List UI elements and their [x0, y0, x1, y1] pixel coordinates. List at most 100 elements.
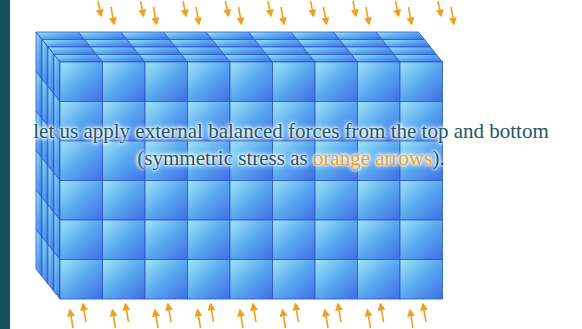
stress-arrow [198, 310, 201, 328]
cube-front [145, 181, 188, 221]
cube-front [60, 62, 103, 102]
cube-top [121, 32, 170, 40]
cube-side [48, 166, 54, 213]
cube-top [206, 32, 255, 40]
cube-top [48, 47, 97, 55]
cube-front [60, 220, 103, 260]
stress-arrow [113, 310, 116, 328]
caption-text: let us apply external balanced forces fr… [30, 118, 552, 172]
cube-front [400, 62, 443, 102]
stress-arrow [338, 304, 341, 322]
cube-side [36, 190, 42, 237]
stress-arrow [281, 7, 284, 24]
cube-front [188, 260, 231, 300]
stress-arrow [98, 1, 101, 16]
highlight-text: orange arrows [313, 146, 433, 170]
cube-top [388, 47, 437, 55]
cube-front [230, 181, 273, 221]
stress-arrow [239, 7, 242, 24]
cube-side [42, 198, 48, 245]
cube-top [36, 32, 85, 40]
cube-front [400, 220, 443, 260]
cube-top [164, 32, 213, 40]
cube-top [376, 32, 425, 40]
cube-top [346, 47, 395, 55]
cube-top [139, 55, 188, 63]
cube-top [97, 55, 146, 63]
cube-front [60, 141, 103, 181]
cube-front [400, 181, 443, 221]
cube-top [224, 55, 273, 63]
stress-arrow [70, 310, 73, 328]
caption-line: ). [432, 146, 444, 170]
cube-front [145, 62, 188, 102]
cube-front [358, 260, 401, 300]
stress-arrow [154, 7, 157, 24]
cube-top [334, 32, 383, 40]
cube-side [36, 230, 42, 277]
cube-front [230, 62, 273, 102]
cube-top [394, 55, 443, 63]
stress-arrow [311, 1, 314, 16]
cube-front [315, 260, 358, 300]
slide-panel [10, 0, 582, 329]
cube-side [48, 245, 54, 292]
cube-top [309, 55, 358, 63]
cube-top [91, 47, 140, 55]
cube-top [340, 40, 389, 48]
cube-front [230, 260, 273, 300]
cube-front [145, 220, 188, 260]
cube-side [42, 237, 48, 284]
stress-arrow [381, 304, 384, 322]
cube-front [103, 260, 146, 300]
cube-top [303, 47, 352, 55]
stress-arrow [368, 310, 371, 328]
cube-front [188, 220, 231, 260]
cube-top [255, 40, 304, 48]
cube-front [103, 181, 146, 221]
stress-arrow [240, 310, 243, 328]
stress-arrow [126, 304, 129, 322]
stress-arrow [283, 310, 286, 328]
cube-top [176, 47, 225, 55]
cube-front [188, 62, 231, 102]
cube-top [133, 47, 182, 55]
cube-side [54, 213, 60, 260]
stress-arrow [211, 304, 214, 322]
cube-front [188, 181, 231, 221]
cube-side [48, 47, 54, 94]
stress-arrow [168, 304, 171, 322]
cube-top [212, 40, 261, 48]
cube-top [382, 40, 431, 48]
stress-arrow [268, 1, 271, 16]
stress-arrow [111, 7, 114, 24]
stress-arrow [141, 1, 144, 16]
cube-top [352, 55, 401, 63]
cube-top [261, 47, 310, 55]
cube-front [358, 181, 401, 221]
stress-arrow [353, 1, 356, 16]
cube-top [218, 47, 267, 55]
cube-top [249, 32, 298, 40]
stress-arrow [423, 304, 426, 322]
cube-front [315, 181, 358, 221]
stress-arrow [226, 1, 229, 16]
cube-side [54, 55, 60, 102]
cube-top [79, 32, 128, 40]
cube-top [42, 40, 91, 48]
cube-top [297, 40, 346, 48]
cube-side [42, 40, 48, 87]
cube-front [273, 181, 316, 221]
cube-top [291, 32, 340, 40]
cube-front [315, 62, 358, 102]
cube-side [36, 32, 42, 79]
cube-top [85, 40, 134, 48]
cube-front [103, 62, 146, 102]
cube-top [267, 55, 316, 63]
stress-arrow [83, 304, 86, 322]
cube-top [54, 55, 103, 63]
cube-front [273, 62, 316, 102]
cube-side [42, 158, 48, 205]
cube-top [127, 40, 176, 48]
stress-arrow [155, 310, 158, 328]
